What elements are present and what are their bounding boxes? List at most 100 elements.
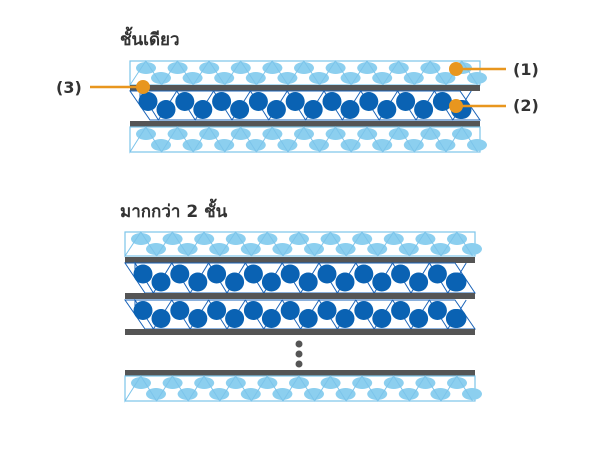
fiber-ellipse [162, 377, 183, 389]
ellipsis-dot [295, 360, 303, 368]
fiber-ellipse [167, 62, 188, 74]
fiber-ellipse [340, 139, 361, 151]
fiber-circle [427, 301, 447, 320]
separator-bar [125, 370, 475, 376]
fiber-ellipse [335, 243, 356, 255]
fiber-ellipse [245, 72, 266, 84]
fiber-circle [188, 272, 208, 292]
fiber-ellipse [462, 243, 482, 255]
fiber-circle [298, 272, 318, 292]
fiber-ellipse [430, 243, 451, 255]
fiber-ellipse [452, 128, 472, 140]
callout-label-3: (3) [56, 78, 82, 97]
fiber-ellipse [415, 377, 436, 389]
fiber-ellipse [352, 377, 373, 389]
fiber-ellipse [272, 243, 293, 255]
fiber-ellipse [214, 72, 235, 84]
callout-label-2: (2) [513, 96, 539, 115]
fiber-circle [317, 301, 337, 320]
fiber-circle [207, 301, 227, 320]
fiber-ellipse [388, 128, 409, 140]
fiber-circle [280, 301, 300, 320]
fiber-circle [248, 92, 268, 111]
fiber-ellipse [257, 233, 278, 245]
fiber-ellipse [214, 139, 235, 151]
fiber-ellipse [131, 233, 151, 245]
fiber-ellipse [289, 377, 309, 389]
callout-label-1: (1) [513, 60, 539, 79]
fiber-circle [322, 92, 342, 111]
fiber-circle [261, 309, 281, 328]
fiber-ellipse [294, 62, 314, 74]
zigzag-line [124, 231, 474, 258]
fiber-ellipse [182, 72, 203, 84]
fiber-ellipse [435, 72, 456, 84]
fiber-ellipse [420, 128, 441, 140]
fiber-ellipse [262, 128, 283, 140]
fiber-circle [335, 272, 355, 292]
fiber-ellipse [398, 388, 419, 400]
fiber-ellipse [199, 128, 220, 140]
fiber-ellipse [146, 388, 166, 400]
fiber-circle [243, 264, 263, 284]
fiber-ellipse [467, 139, 487, 151]
single-layer-title: ชั้นเดียว [120, 30, 180, 50]
fiber-ellipse [245, 139, 266, 151]
outer-layer [124, 375, 482, 403]
fiber-circle [447, 309, 467, 328]
fiber-circle [133, 264, 153, 284]
zigzag-line [124, 375, 474, 403]
fiber-ellipse [383, 377, 404, 389]
fiber-ellipse [131, 377, 151, 389]
fiber-circle [230, 100, 250, 119]
fiber-ellipse [372, 72, 393, 84]
fiber-circle [372, 272, 392, 292]
fiber-circle [372, 309, 392, 328]
fiber-ellipse [420, 62, 441, 74]
fiber-ellipse [167, 128, 188, 140]
fiber-circle [266, 100, 286, 119]
fiber-ellipse [372, 139, 393, 151]
fiber-circle [175, 92, 195, 111]
fiber-ellipse [230, 62, 251, 74]
fiber-circle [170, 264, 190, 284]
fiber-ellipse [325, 62, 346, 74]
fiber-ellipse [447, 233, 467, 245]
fiber-ellipse [136, 128, 156, 140]
fiber-ellipse [367, 243, 388, 255]
callout-dot [136, 80, 150, 94]
fiber-ellipse [209, 243, 230, 255]
fiber-circle [396, 92, 416, 111]
fiber-circle [447, 272, 467, 292]
fiber-ellipse [335, 388, 356, 400]
fiber-ellipse [304, 243, 324, 255]
separator-bar [125, 257, 475, 263]
inner-layer [129, 89, 481, 121]
fiber-circle [212, 92, 232, 111]
multi-layer-title: มากกว่า 2 ชั้น [120, 202, 228, 222]
fiber-ellipse [182, 139, 203, 151]
fiber-circle [409, 309, 429, 328]
fiber-ellipse [309, 139, 329, 151]
fiber-ellipse [177, 388, 198, 400]
fiber-ellipse [151, 139, 171, 151]
fiber-ellipse [257, 377, 278, 389]
outer-layer [129, 60, 487, 87]
fiber-ellipse [162, 233, 183, 245]
fiber-ellipse [240, 388, 261, 400]
fiber-circle [261, 272, 281, 292]
fiber-ellipse [262, 62, 283, 74]
fiber-circle [156, 100, 176, 119]
fiber-ellipse [225, 233, 246, 245]
separator-bar [130, 121, 480, 127]
fiber-ellipse [272, 388, 293, 400]
fiber-ellipse [277, 139, 298, 151]
inner-layer [124, 298, 476, 330]
ellipsis-dot [295, 340, 303, 348]
fiber-ellipse [289, 233, 309, 245]
fiber-circle [298, 309, 318, 328]
fiber-circle [280, 264, 300, 284]
separator-bar [125, 329, 475, 335]
